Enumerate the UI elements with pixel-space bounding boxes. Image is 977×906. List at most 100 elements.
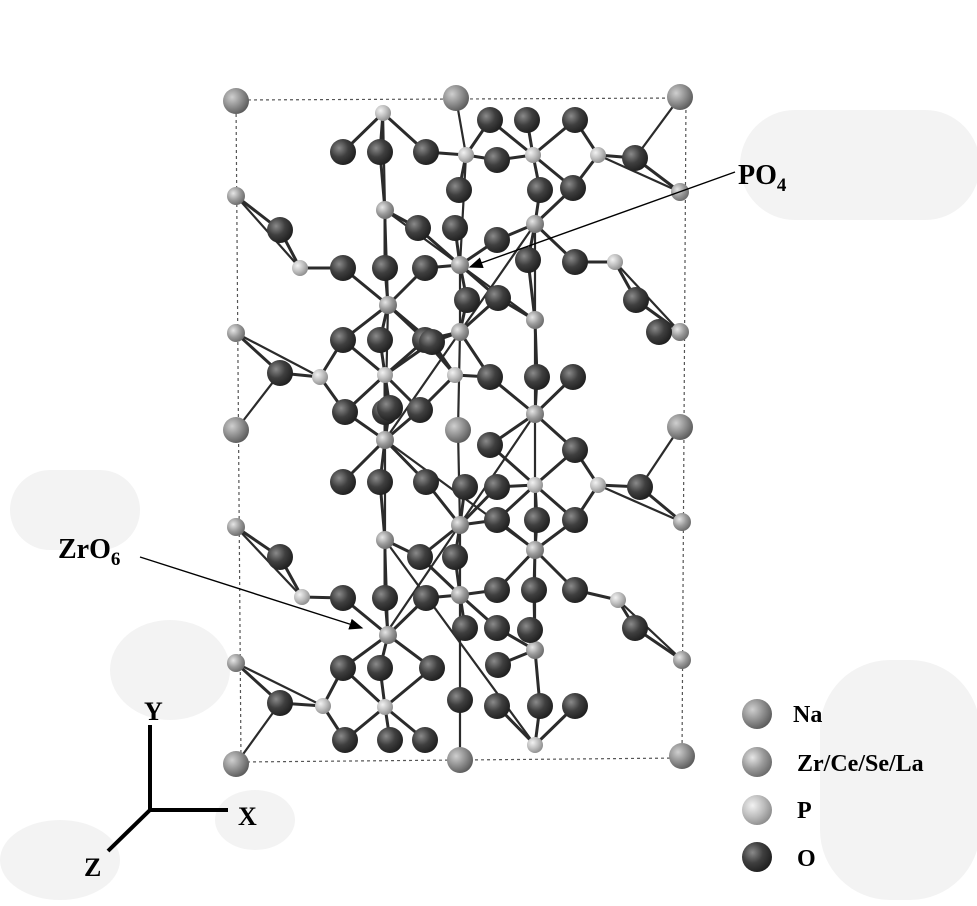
legend-item-zr: Zr/Ce/Se/La [742,747,924,777]
phosphorus-atom [292,260,308,276]
oxygen-atom [514,107,540,133]
oxygen-atom [562,249,588,275]
phosphorus-atom [294,589,310,605]
legend-label-p: P [797,798,812,824]
oxygen-atom [524,507,550,533]
oxygen-atom [524,364,550,390]
oxygen-atom [560,175,586,201]
z-axis-line [106,808,152,853]
zr-site-atom [227,654,245,672]
zro6-label: ZrO6 [58,534,120,570]
oxygen-atom [330,469,356,495]
oxygen-atom [527,693,553,719]
zr-site-atom [376,431,394,449]
oxygen-atom [267,360,293,386]
oxygen-atom [332,399,358,425]
bond [458,153,468,267]
phosphorus-atom [447,367,463,383]
oxygen-atom [484,227,510,253]
oxygen-atom [484,615,510,641]
oxygen-atom [447,687,473,713]
oxygen-atom [485,652,511,678]
oxygen-atom [267,690,293,716]
phosphorus-atom [610,592,626,608]
zr-site-atom [526,311,544,329]
oxygen-atom [484,693,510,719]
oxygen-atom [484,474,510,500]
legend-item-na: Na [742,699,822,729]
oxygen-atom [267,544,293,570]
coordinate-axes: Y X Z [84,697,257,882]
sodium-atom [447,747,473,773]
oxygen-atom [367,655,393,681]
bond [234,661,325,708]
sodium-atom [223,417,249,443]
oxygen-atom [485,285,511,311]
sodium-atom [445,417,471,443]
phosphorus-atom [377,699,393,715]
oxygen-atom [452,474,478,500]
legend-item-o: O [742,842,816,872]
oxygen-atom [377,395,403,421]
oxygen-atom [442,544,468,570]
phosphorus-atom [525,147,541,163]
bond [383,538,537,747]
oxygen-atom [446,177,472,203]
legend-swatch-p [742,795,772,825]
zr-site-atom [379,626,397,644]
phosphorus-atom [590,477,606,493]
sodium-atom [669,743,695,769]
oxygen-atom [477,107,503,133]
oxygen-atom [372,255,398,281]
oxygen-atom [562,693,588,719]
zr-site-atom [526,641,544,659]
zro6-pointer-arrow [139,556,364,630]
oxygen-atom [330,327,356,353]
oxygen-atom [627,474,653,500]
bond [616,598,684,662]
oxygen-atom [407,397,433,423]
oxygen-atom [517,617,543,643]
phosphorus-atom [315,698,331,714]
z-axis-label: Z [84,853,101,882]
zr-site-atom [451,516,469,534]
oxygen-atom [484,577,510,603]
oxygen-atom [367,139,393,165]
sodium-atom [443,85,469,111]
zr-site-atom [673,651,691,669]
phosphorus-atom [312,369,328,385]
phosphorus-atom [527,737,543,753]
zr-site-atom [227,187,245,205]
zr-site-atom [451,586,469,604]
oxygen-atom [562,577,588,603]
zr-site-atom [451,256,469,274]
zr-site-atom [451,323,469,341]
zr-site-atom [526,541,544,559]
oxygen-atom [413,585,439,611]
zr-site-atom [671,323,689,341]
legend-swatch-zr [742,747,772,777]
oxygen-atom [562,437,588,463]
atom-layer [223,84,695,777]
oxygen-atom [560,364,586,390]
x-axis-label: X [238,802,257,831]
oxygen-atom [419,329,445,355]
legend-swatch-o [742,842,772,872]
zr-site-atom [379,296,397,314]
zr-site-atom [376,531,394,549]
oxygen-atom [419,655,445,681]
oxygen-atom [623,287,649,313]
oxygen-atom [477,432,503,458]
sodium-atom [667,84,693,110]
oxygen-atom [622,145,648,171]
legend-label-na: Na [793,702,822,728]
zr-site-atom [526,405,544,423]
phosphorus-atom [527,477,543,493]
oxygen-atom [646,319,672,345]
zro6-annotation: ZrO6 [58,534,364,630]
sodium-atom [667,414,693,440]
po4-pointer-arrow [468,171,736,269]
oxygen-atom [521,577,547,603]
